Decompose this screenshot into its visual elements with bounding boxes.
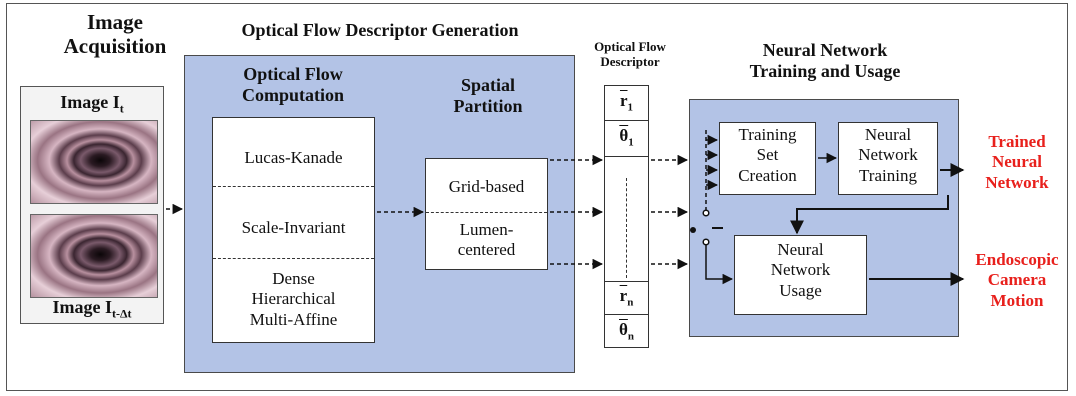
header-optical-flow-descriptor: Optical Flow Descriptor bbox=[594, 39, 666, 69]
divider bbox=[213, 186, 374, 187]
cell-divider bbox=[605, 156, 648, 157]
output-camera-motion: Endoscopic Camera Motion bbox=[975, 250, 1059, 310]
image-bottom-label: Image It-Δt bbox=[52, 297, 132, 321]
descriptor-vector: r1 θ1 rn θn bbox=[604, 85, 649, 348]
header-descriptor-generation: Optical Flow Descriptor Generation bbox=[241, 20, 519, 40]
switch-contact-top bbox=[702, 209, 710, 217]
divider bbox=[213, 258, 374, 259]
optical-flow-methods-box: Lucas-Kanade Scale-Invariant Dense Hiera… bbox=[212, 117, 375, 343]
switch-pivot bbox=[690, 227, 696, 233]
vector-ellipsis bbox=[626, 178, 627, 278]
endoscopic-image-current bbox=[30, 120, 158, 204]
cell-divider bbox=[605, 281, 648, 282]
method-dense-hierarchical: Dense Hierarchical Multi-Affine bbox=[249, 269, 338, 329]
divider bbox=[426, 212, 547, 213]
descriptor-r1: r1 bbox=[619, 91, 634, 114]
cell-divider bbox=[605, 314, 648, 315]
method-scale-invariant: Scale-Invariant bbox=[241, 218, 346, 237]
cell-divider bbox=[605, 120, 648, 121]
partition-lumen-centered: Lumen- centered bbox=[457, 220, 516, 260]
training-set-creation-box: Training Set Creation bbox=[719, 122, 816, 195]
spatial-partition-box: Grid-based Lumen- centered bbox=[425, 158, 548, 270]
arrow-training-to-usage bbox=[790, 195, 949, 235]
endoscopic-image-previous bbox=[30, 214, 158, 298]
method-lucas-kanade: Lucas-Kanade bbox=[244, 148, 343, 167]
header-optical-flow-computation: Optical Flow Computation bbox=[241, 64, 344, 105]
partition-grid-based: Grid-based bbox=[448, 177, 525, 196]
neural-network-usage-box: Neural Network Usage bbox=[734, 235, 867, 315]
header-spatial-partition: Spatial Partition bbox=[453, 75, 523, 116]
switch-contact-bottom bbox=[702, 238, 710, 246]
image-pair-panel: Image It Image It-Δt bbox=[20, 86, 164, 324]
neural-network-training-box: Neural Network Training bbox=[838, 122, 938, 195]
arrow-switch-to-usage bbox=[705, 245, 734, 285]
output-trained-network: Trained Neural Network bbox=[985, 132, 1049, 192]
descriptor-thetan: θn bbox=[619, 320, 634, 343]
header-neural-network: Neural Network Training and Usage bbox=[749, 40, 901, 81]
header-image-acquisition: Image Acquisition bbox=[63, 10, 167, 59]
descriptor-rn: rn bbox=[619, 286, 634, 309]
image-top-label: Image It bbox=[60, 92, 124, 116]
figure-frame bbox=[6, 3, 1068, 391]
descriptor-theta1: θ1 bbox=[619, 126, 634, 149]
